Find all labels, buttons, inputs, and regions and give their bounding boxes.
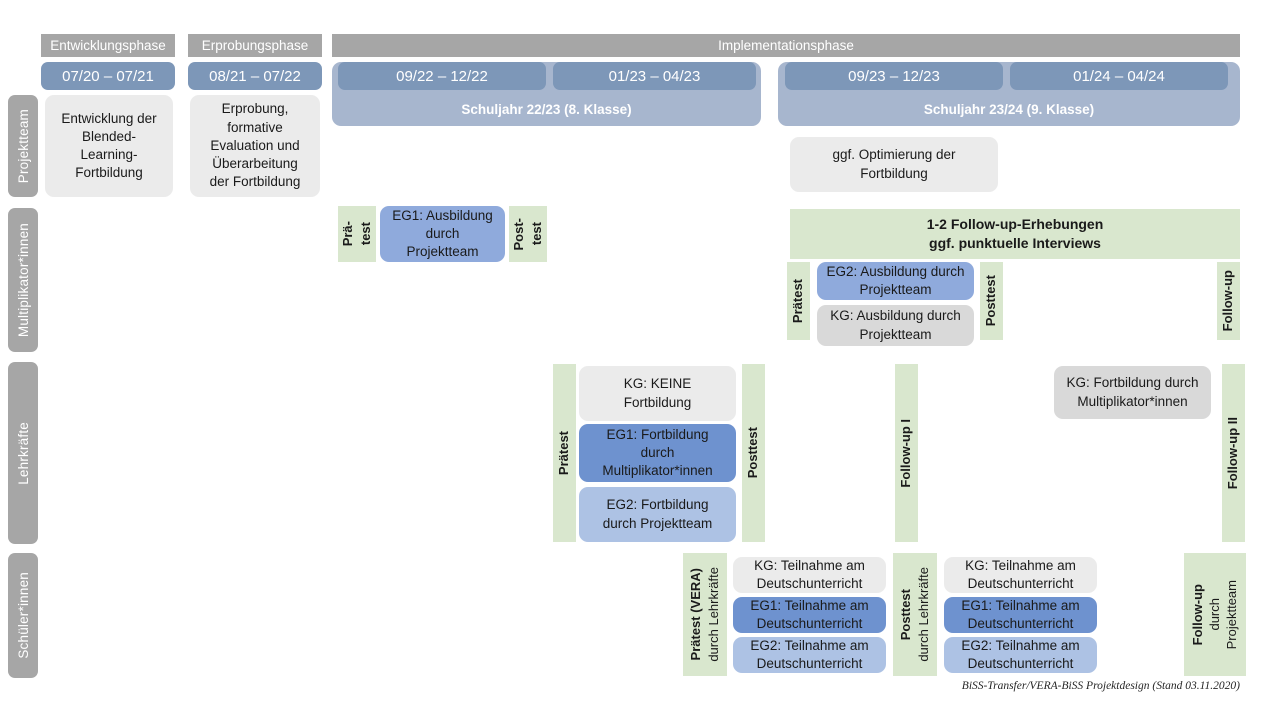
praetest-vera-label: Prätest (VERA) (688, 568, 704, 661)
card-eg1-ausbildung-projektteam: EG1: Ausbildung durch Projektteam (380, 206, 505, 262)
phase-header-entwicklungsphase: Entwicklungsphase (41, 34, 175, 57)
banner-follow-up-erhebungen: 1-2 Follow-up-Erhebungen ggf. punktuelle… (790, 209, 1240, 259)
sidebar-item-label: Projektteam (15, 108, 31, 184)
praetest-label: Prätest (556, 430, 572, 476)
followup-sublabel-durch: durch (1206, 598, 1222, 631)
card-eg1-teilnahme-deutschunterricht-b: EG1: Teilnahme am Deutschunterricht (944, 597, 1097, 633)
posttest-line-2: test (528, 222, 544, 246)
card-eg2-fortbildung-projektteam: EG2: Fortbildung durch Projektteam (579, 487, 736, 542)
sidebar-item-lehrkraefte: Lehrkräfte (8, 362, 38, 544)
sidebar-item-multiplikatorinnen: Multiplikator*innen (8, 208, 38, 352)
phase-header-erprobungsphase: Erprobungsphase (188, 34, 322, 57)
card-kg-teilnahme-deutschunterricht-b: KG: Teilnahme am Deutschunterricht (944, 557, 1097, 593)
label-praetest-vera-schuelerinnen: Prätest (VERA) durch Lehrkräfte (683, 553, 727, 676)
period-0821-0722: 08/21 – 07/22 (188, 62, 322, 90)
card-eg2-teilnahme-deutschunterricht-a: EG2: Teilnahme am Deutschunterricht (733, 637, 886, 673)
period-0923-1223: 09/23 – 12/23 (785, 62, 1003, 90)
posttest-label: Posttest (898, 588, 914, 641)
sidebar-item-label: Lehrkräfte (15, 421, 31, 485)
label-followup-multiplikatoren: Follow-up (1217, 262, 1240, 340)
praetest-label: Prätest (790, 278, 806, 324)
card-eg1-fortbildung-multiplikatoren: EG1: Fortbildung durch Multiplikator*inn… (579, 424, 736, 482)
posttest-label: Posttest (745, 427, 761, 479)
followup-ii-label: Follow-up II (1225, 416, 1241, 490)
card-kg-ausbildung-projektteam: KG: Ausbildung durch Projektteam (817, 305, 974, 346)
period-0922-1222: 09/22 – 12/22 (338, 62, 546, 90)
label-posttest-multiplikatoren-2: Posttest (980, 262, 1003, 340)
label-praetest-lehrkraefte: Prätest (553, 364, 576, 542)
followup-sublabel-projektteam: Projektteam (1224, 579, 1240, 650)
followup-label: Follow-up (1220, 270, 1236, 332)
sidebar-item-schuelerinnen: Schüler*innen (8, 553, 38, 678)
posttest-line-1: Post- (511, 217, 527, 251)
praetest-line-2: test (357, 222, 373, 246)
followup-label: Follow-up (1189, 583, 1205, 646)
label-posttest-schuelerinnen: Posttest durch Lehrkräfte (893, 553, 937, 676)
sidebar-item-label: Schüler*innen (15, 572, 31, 659)
card-entwicklung-blended-learning: Entwicklung der Blended- Learning- Fortb… (45, 95, 173, 197)
posttest-sublabel: durch Lehrkräfte (915, 567, 931, 662)
card-eg2-teilnahme-deutschunterricht-b: EG2: Teilnahme am Deutschunterricht (944, 637, 1097, 673)
card-eg2-ausbildung-projektteam: EG2: Ausbildung durch Projektteam (817, 262, 974, 300)
card-eg1-teilnahme-deutschunterricht-a: EG1: Teilnahme am Deutschunterricht (733, 597, 886, 633)
label-followup-ii-lehrkraefte: Follow-up II (1222, 364, 1245, 542)
card-optimierung-fortbildung: ggf. Optimierung der Fortbildung (790, 137, 998, 192)
praetest-line-1: Prä- (340, 221, 356, 247)
period-0123-0423: 01/23 – 04/23 (553, 62, 756, 90)
followup-i-label: Follow-up I (898, 418, 914, 488)
label-posttest-lehrkraefte: Posttest (742, 364, 765, 542)
footer-source-note: BiSS-Transfer/VERA-BiSS Projektdesign (S… (961, 680, 1240, 692)
card-erprobung-evaluation: Erprobung, formative Evaluation und Über… (190, 95, 320, 197)
praetest-vera-sublabel: durch Lehrkräfte (705, 567, 721, 662)
label-followup-i-lehrkraefte: Follow-up I (895, 364, 918, 542)
label-praetest-multiplikatoren-2: Prätest (787, 262, 810, 340)
card-kg-teilnahme-deutschunterricht-a: KG: Teilnahme am Deutschunterricht (733, 557, 886, 593)
label-followup-schuelerinnen: Follow-up durch Projektteam (1184, 553, 1246, 676)
sidebar-item-label: Multiplikator*innen (15, 222, 31, 338)
label-praetest-multiplikatoren: Prä- test (338, 206, 376, 262)
label-posttest-multiplikatoren: Post- test (509, 206, 547, 262)
sidebar-item-projektteam: Projektteam (8, 95, 38, 197)
card-kg-keine-fortbildung: KG: KEINE Fortbildung (579, 366, 736, 421)
period-0124-0424: 01/24 – 04/24 (1010, 62, 1228, 90)
period-0720-0721: 07/20 – 07/21 (41, 62, 175, 90)
card-kg-fortbildung-multiplikatoren: KG: Fortbildung durch Multiplikator*inne… (1054, 366, 1211, 419)
posttest-label: Posttest (983, 275, 999, 327)
phase-header-implementationsphase: Implementationsphase (332, 34, 1240, 57)
